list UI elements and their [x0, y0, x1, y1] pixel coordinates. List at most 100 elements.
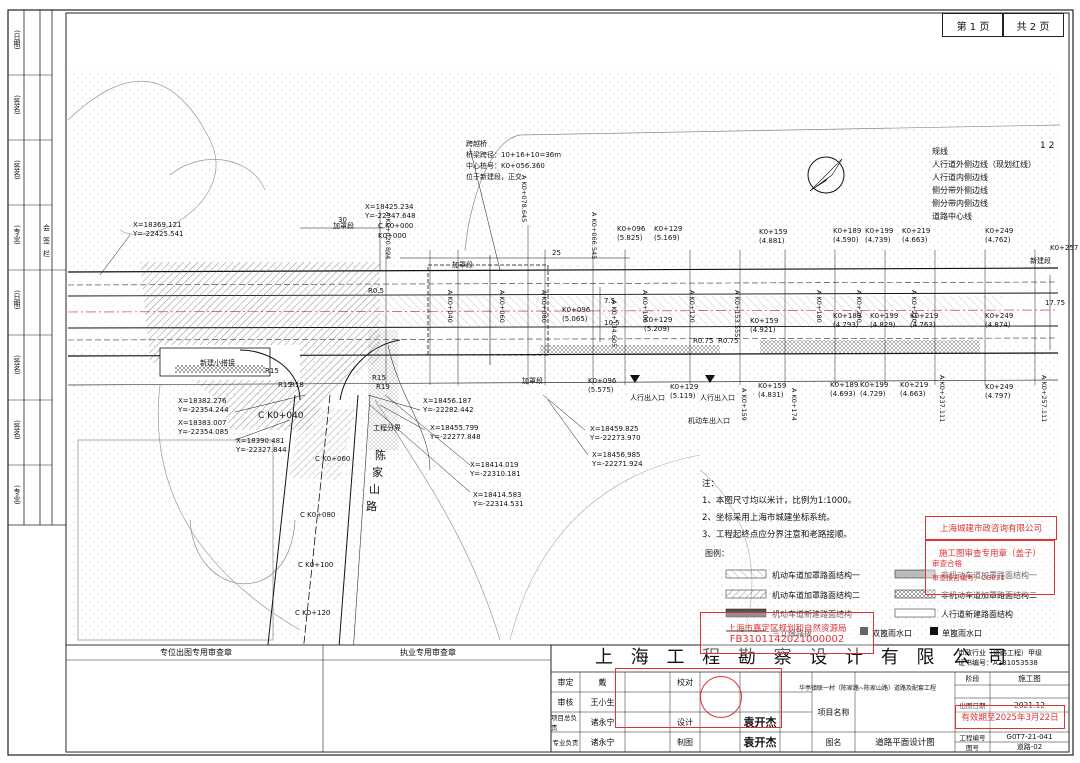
- coord-label: Y=-22273.970: [590, 434, 641, 442]
- station-elev: (4.693): [830, 390, 856, 398]
- stamp-text: 审查报告编号：CG031: [932, 574, 1005, 582]
- layer-list: 规线 人行道外侧边线（现划红线） 人行道内侧边线 侧分带外侧边线 侧分带内侧边线…: [932, 145, 1036, 223]
- coord-label: C K0+000: [378, 222, 414, 230]
- coord-label: K0+000: [378, 232, 407, 240]
- station-elev: (4.729): [860, 390, 886, 398]
- station-elev: (4.831): [758, 391, 784, 399]
- new-section-label: 新建段: [1030, 257, 1051, 265]
- coord-label: Y=-22425.541: [133, 230, 184, 238]
- station-label: K0+199: [860, 381, 889, 389]
- add-cover-label: 加罩段: [452, 261, 473, 269]
- coord-label: Y=-22282.442: [423, 406, 474, 414]
- dimension-label: 25: [552, 249, 561, 257]
- station-elev: (4.797): [985, 392, 1011, 400]
- left-strip-label: (专业): [13, 225, 21, 245]
- tb-label: 制图: [677, 737, 693, 747]
- station-elev: (4.739): [865, 236, 891, 244]
- station-elev: (5.825): [617, 234, 643, 242]
- bridge-note-line: 桥梁跨径：10+16+10=36m: [466, 151, 562, 159]
- motor-entry-label: 机动车出入口: [688, 417, 730, 425]
- station-label: K0+096: [562, 306, 591, 314]
- radius-label: R0.5: [368, 287, 384, 295]
- legend-item: 非机动车道加罩路面结构二: [941, 591, 1037, 600]
- project-name: 华亭镇联一村（陈家路~陈家山路）道路及配套工程: [798, 684, 937, 692]
- tb-label: 出图日期: [959, 702, 986, 710]
- coord-label: X=18414.583: [473, 491, 522, 499]
- vertical-station: A K0+078.645: [520, 175, 528, 223]
- station-elev: (4.663): [900, 390, 926, 398]
- stamp-text: 上海市嘉定区规划和自然资源局: [727, 623, 847, 634]
- radius-label: R18: [290, 381, 304, 389]
- seal-header-right: 执业专用审查章: [400, 648, 456, 657]
- coord-label: Y=-22314.531: [473, 500, 524, 508]
- radius-label: R15: [278, 381, 292, 389]
- station-label: K0+096: [617, 225, 646, 233]
- radius-label: R15: [372, 374, 386, 382]
- note-item: 3、工程起终点应分界注意和老路接顺。: [702, 530, 852, 540]
- vertical-station: A K0+220: [910, 290, 918, 323]
- station-elev: (5.575): [588, 386, 614, 394]
- stage-value: 施工图: [1018, 674, 1041, 683]
- note-item: 2、坐标采用上海市城建坐标系统。: [702, 513, 835, 523]
- coord-label: X=18456.187: [423, 397, 472, 405]
- station-label: C K0+040: [258, 411, 304, 421]
- tb-label: 项目名称: [817, 707, 850, 717]
- bridge-note-line: 位于新建段，正交: [466, 173, 522, 181]
- vertical-station: A K0+100: [641, 290, 649, 323]
- validity-stamp: 有效期至2025年3月22日: [955, 705, 1065, 729]
- signature-seal: [615, 668, 782, 728]
- work-boundary-label: 工程分界: [373, 424, 401, 432]
- station-label: K0+159: [750, 317, 779, 325]
- station-elev: (5.209): [644, 325, 670, 333]
- stamp-text: 有效期至2025年3月22日: [961, 713, 1059, 723]
- layer-item: 人行道外侧边线（现划红线）: [932, 160, 1036, 169]
- legend-item: 双篦雨水口: [872, 629, 912, 638]
- station-label: K0+249: [985, 227, 1014, 235]
- review-stamp: 施工图审查专用章（盖子）: [925, 540, 1055, 595]
- page-total: 共 2 页: [1002, 13, 1064, 37]
- legend-item: 机动车道加罩路面结构一: [772, 571, 860, 580]
- station-elev: (5.065): [562, 315, 588, 323]
- review-stamp: 上海城建市政咨询有限公司: [925, 516, 1057, 540]
- tb-name: 戴: [598, 677, 607, 687]
- tb-label: 图号: [966, 744, 979, 752]
- stamp-text: 上海城建市政咨询有限公司: [939, 524, 1042, 534]
- notes-heading: 注：: [702, 479, 720, 489]
- tb-label: 校对: [677, 677, 693, 687]
- station-label: K0+219: [902, 227, 931, 235]
- tb-name: 诸永宁: [590, 737, 615, 747]
- coord-label: Y=-22277.848: [430, 433, 481, 441]
- stamp-text: FB3101142021000002: [729, 633, 845, 645]
- vertical-station: A K0+174: [790, 388, 798, 421]
- company-name: 上 海 工 程 勘 察 设 计 有 限 公 司: [595, 647, 1012, 668]
- station-elev: (4.829): [870, 321, 896, 329]
- ped-entry-label: 人行出入口: [700, 394, 735, 402]
- coord-label: X=18414.019: [470, 461, 519, 469]
- layer-item: 人行道内侧边线: [932, 173, 988, 182]
- tb-label: 工程编号: [959, 734, 986, 742]
- coord-label: X=18425.234: [365, 203, 414, 211]
- station-elev: (5.169): [654, 234, 680, 242]
- road-name-char: 家: [372, 466, 383, 479]
- station-elev: (4.590): [833, 236, 859, 244]
- radius-label: R0.75: [693, 337, 714, 345]
- coord-label: X=18459.825: [590, 425, 639, 433]
- vertical-station: A K0+200: [855, 290, 863, 323]
- vertical-station: A K0+159: [740, 388, 748, 421]
- station-label: K0+219: [900, 381, 929, 389]
- vertical-station: A K0+237.111: [938, 375, 946, 423]
- left-strip-label: (签名): [13, 160, 21, 180]
- vertical-station: A K0+040: [446, 290, 454, 323]
- station-label: K0+189: [830, 381, 859, 389]
- station-label: C K0+120: [295, 609, 331, 617]
- new-bridge-label: 新建小搭接: [200, 359, 235, 367]
- coord-label: X=18455.799: [430, 424, 479, 432]
- cert-number: 证书编号：A231053538: [958, 659, 1038, 667]
- station-label: K0+199: [865, 227, 894, 235]
- page-total-text: 共 2 页: [1016, 21, 1050, 33]
- coord-label: Y=-22354.085: [178, 428, 229, 436]
- left-strip-label: (签名): [13, 420, 21, 440]
- seal-header-left: 专位出图专用审查章: [160, 648, 232, 657]
- vertical-station: A K0+180: [815, 290, 823, 323]
- station-elev: (4.763): [910, 321, 936, 329]
